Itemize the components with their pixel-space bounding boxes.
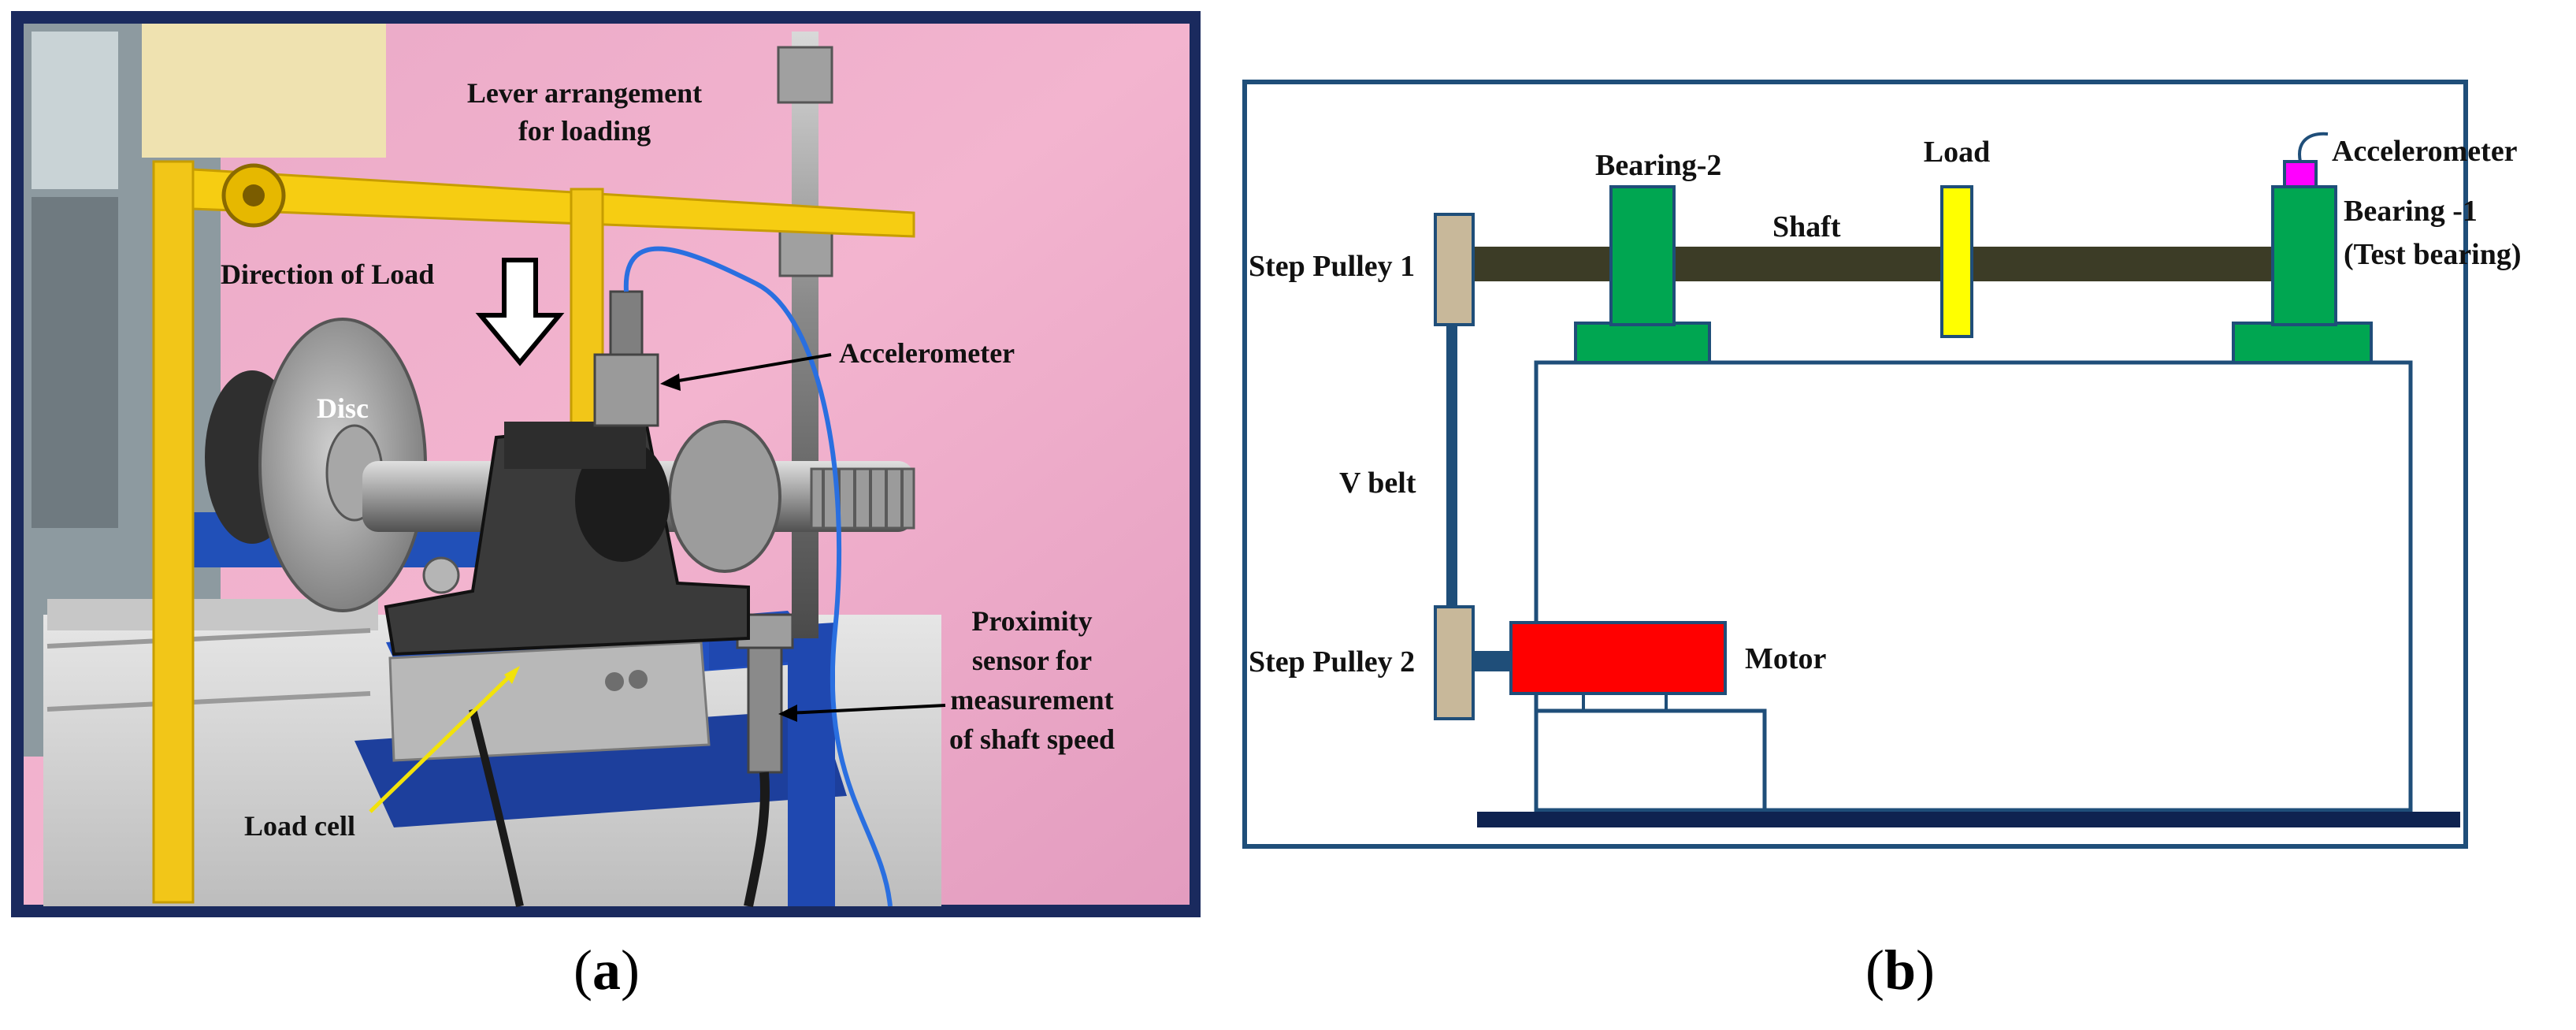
label-lever-arrangement: Lever arrangement [467,77,702,109]
label-proximity-3: measurement [950,684,1113,716]
caption-a-letter: a [592,939,621,1002]
proximity-pointer-head [778,705,797,722]
photo-load-cell-hole [629,670,648,689]
photo-bearing-bore [575,439,670,562]
photo-annotation-arrows [669,353,946,715]
label-proximity-4: of shaft speed [949,723,1115,755]
photo-load-cell-body [388,641,711,762]
photo-bearing-collar [668,420,781,573]
motor-stand [1534,708,1767,812]
bearing-1-base [2232,322,2373,364]
motor-shaft [1473,651,1511,671]
photo-threaded-rod [792,32,818,638]
base-bar [1477,812,2460,827]
photo-panel: Lever arrangement for loading Direction … [11,11,1201,917]
photo-housing-bolt [422,556,460,594]
load-cell-pointer-head [504,666,520,684]
photo-yellow-wall-patch [142,24,386,158]
photo-window-pane [32,197,118,528]
label-shaft: Shaft [1772,210,1841,244]
photo-proximity-cable [744,772,770,908]
motor [1509,621,1727,695]
label-step-pulley-2: Step Pulley 2 [1249,645,1415,679]
label-lever-for-loading: for loading [518,115,651,147]
step-pulley-1 [1434,213,1475,326]
photo-window-pane [32,32,118,189]
accelerometer-pointer-head [660,374,681,391]
label-v-belt: V belt [1339,467,1416,500]
label-load-cell: Load cell [244,810,355,842]
direction-of-load-arrow [475,258,565,366]
label-motor: Motor [1745,642,1827,675]
label-proximity-1: Proximity [971,605,1092,637]
label-bearing-1-test: (Test bearing) [2344,238,2522,271]
photo-shaft-thread [810,467,915,530]
photo-bearing-cap [504,422,646,469]
photo-proximity-sensor [747,645,783,774]
photo-yellow-lever-beam [191,168,915,238]
label-disc: Disc [317,392,369,424]
bearing-2-base [1574,322,1711,364]
label-proximity-2: sensor for [972,645,1092,676]
photo-load-cell-hole [605,672,624,691]
label-accelerometer-b: Accelerometer [2332,135,2518,168]
step-pulley-2 [1434,605,1475,720]
label-bearing-2: Bearing-2 [1595,149,1721,182]
caption-a: (a) [573,939,640,1002]
bearing-2-housing [1609,185,1676,326]
photo-lever-pivot-hub [243,184,265,206]
load-cell-pointer [369,676,510,813]
photo-proximity-bracket [709,623,835,906]
load-block [1940,185,1973,338]
photo-shaft-thread-lines [822,469,904,528]
schematic-panel: Bearing-2 Load Accelerometer Shaft Beari… [1242,80,2522,849]
photo-accelerometer-cable [623,246,893,907]
shaft [1473,247,2300,281]
v-belt [1446,325,1457,607]
label-step-pulley-1: Step Pulley 1 [1249,250,1415,283]
bearing-1-housing [2271,185,2337,326]
label-bearing-1: Bearing -1 [2344,195,2478,228]
accelerometer-sensor [2283,160,2318,188]
photo-rod-nut-top [777,46,833,104]
photo-base-rail [46,628,371,649]
caption-b-letter: b [1884,939,1917,1002]
label-load: Load [1924,136,1990,169]
label-accelerometer: Accelerometer [839,337,1015,369]
accelerometer-wire [2298,132,2329,162]
photo-yellow-post [152,160,195,904]
photo-accelerometer-connector [609,290,644,356]
label-direction-of-load: Direction of Load [221,258,434,290]
caption-b: (b) [1865,939,1936,1002]
photo-loadcell-cable [469,708,524,908]
photo-base-rail [46,691,371,712]
